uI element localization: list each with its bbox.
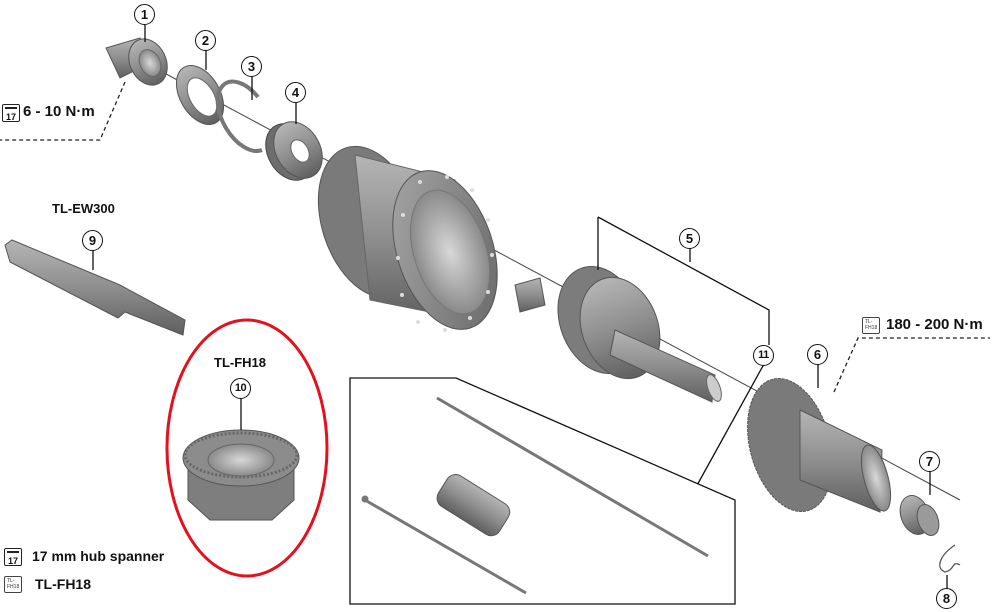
callout-3: 3 [241,56,262,77]
part-1-end-cap [105,37,168,86]
callout-10: 10 [230,378,251,399]
part-10-tl-fh18 [182,429,300,521]
callout-4: 4 [285,82,306,103]
inset-box [349,377,736,605]
part-4-bearing [265,121,323,181]
callout-6: 6 [807,344,828,365]
inset-parts [361,396,709,595]
tool-label-tl-fh18: TL-FH18 [214,355,266,370]
part-8-spring [939,544,961,573]
highlight-ellipse [165,318,329,578]
callout-1: 1 [134,4,155,25]
torque-spec-left: 6 - 10 N·m [23,103,95,120]
tl-fh18-icon: TL-FH18 [862,317,880,334]
spanner-17-icon: 17 [2,104,20,122]
hub-shell [317,145,498,332]
legend-hub-spanner-text: 17 mm hub spanner [32,548,165,564]
callout-5: 5 [679,228,700,249]
part-2-seal [175,65,225,125]
part-6-freehub [747,378,892,513]
legend-tl-fh18-text: TL-FH18 [35,576,91,592]
legend-spanner-17-icon: 17 [4,548,22,566]
torque-spec-right: 180 - 200 N·m [886,316,983,333]
part-7-end-cap [899,495,940,536]
part-5-axle-body [514,266,722,403]
legend-tl-fh18-icon: TL-FH18 [4,576,22,593]
torque-leader-left [0,81,126,141]
part-9-tl-ew300 [4,239,186,336]
torque-leader-right [833,337,990,393]
callout-2: 2 [195,30,216,51]
part-3-snap-ring [215,79,263,153]
callout-9: 9 [82,230,103,251]
tool-label-tl-ew300: TL-EW300 [52,201,115,216]
callout-7: 7 [919,451,940,472]
callout-8: 8 [936,588,957,609]
callout-11: 11 [753,345,774,366]
